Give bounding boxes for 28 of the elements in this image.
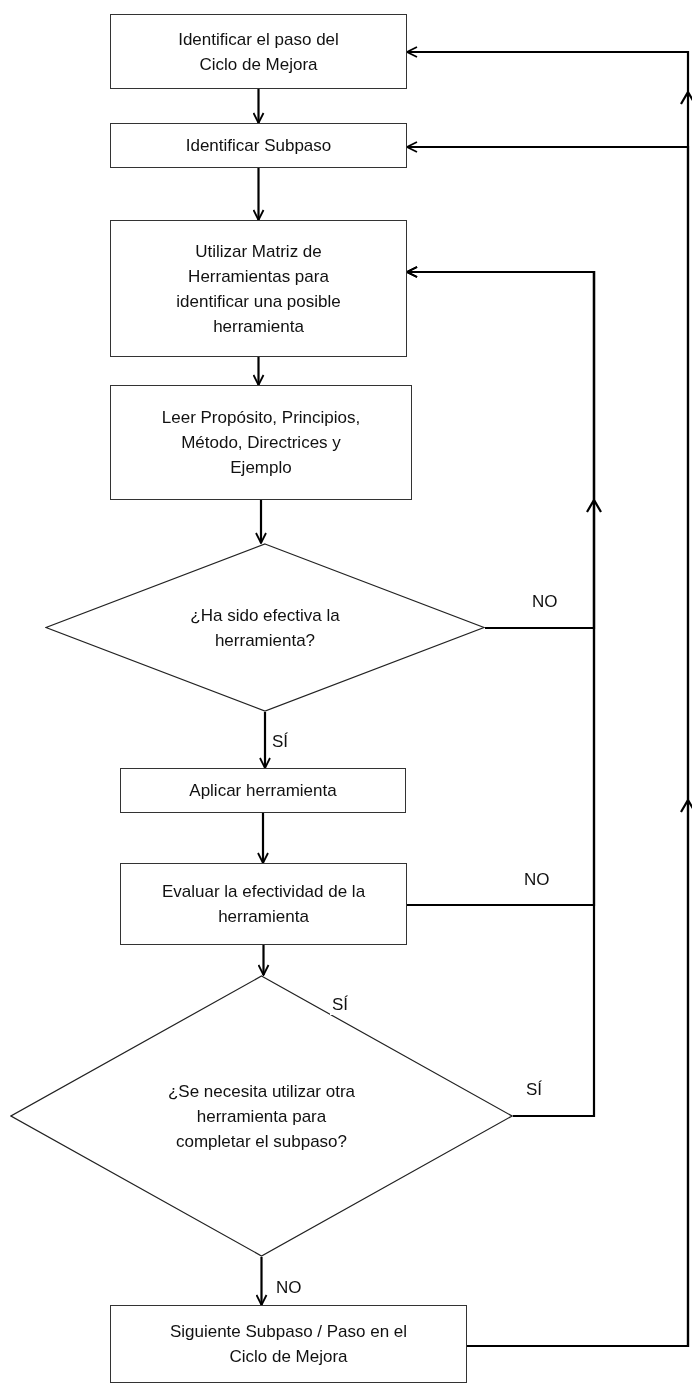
process-box (120, 768, 406, 813)
process-box (120, 863, 407, 945)
edge-label: SÍ (330, 995, 351, 1015)
step-text: Utilizar Matriz de Herramientas para identificar una posible herramienta (175, 240, 342, 338)
arrow (252, 89, 265, 124)
step-text: Aplicar herramienta (189, 780, 337, 802)
arrow (257, 813, 269, 864)
arrow (252, 357, 265, 386)
arrow (406, 266, 596, 1118)
step-text: Identificar Subpaso (185, 135, 332, 157)
arrow (255, 1257, 268, 1306)
arrow (252, 168, 265, 221)
decision-diamond (45, 543, 485, 712)
process-box (110, 1305, 467, 1383)
arrow (257, 945, 270, 976)
process-box (110, 123, 407, 168)
process-box (110, 220, 407, 357)
process-box (110, 14, 407, 89)
step-text: Siguiente Subpaso / Paso en el Ciclo de Mejora (168, 1321, 409, 1368)
decision-diamond (10, 975, 513, 1257)
step-text: ¿Ha sido efectiva la herramienta? (189, 604, 341, 652)
step-text: ¿Se necesita utilizar otra herramienta para completar el subpaso? (166, 1080, 357, 1153)
step-text: Evaluar la efectividad de la herramienta (160, 881, 367, 928)
step-text: Identificar el paso del Ciclo de Mejora (177, 28, 340, 76)
arrow (255, 500, 267, 544)
arrow (259, 712, 271, 769)
step-text: Leer Propósito, Principios, Método, Directrices y Ejemplo (160, 407, 362, 479)
process-box (110, 385, 412, 500)
